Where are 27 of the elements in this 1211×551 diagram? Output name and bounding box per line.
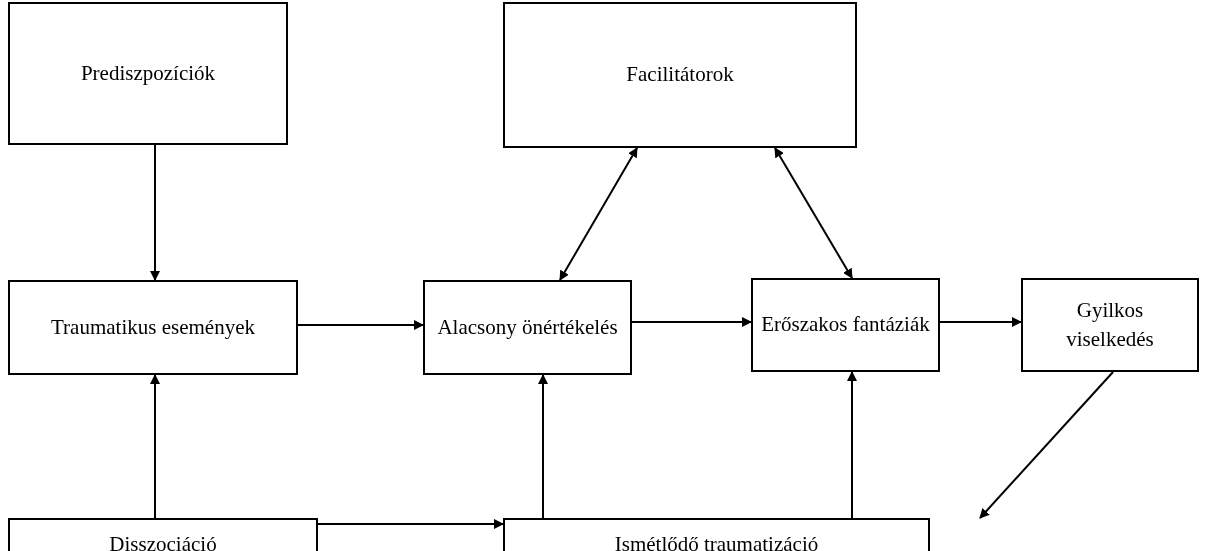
box-label: Alacsony önértékelés (437, 313, 618, 341)
arrow (774, 147, 853, 279)
box-label: Erőszakos fantáziák (761, 311, 930, 339)
box-label: Traumatikus események (51, 313, 255, 341)
arrow (150, 374, 160, 519)
box-label: Prediszpozíciók (80, 59, 216, 87)
process-box (8, 280, 298, 375)
arrow (317, 519, 504, 529)
box-label: Gyilkos viselkedés (1065, 296, 1155, 353)
arrow (559, 147, 638, 281)
box-label: Disszociáció (109, 531, 217, 551)
process-box (8, 2, 288, 145)
arrow (150, 144, 160, 281)
box-label: Ismétlődő traumatizáció (614, 531, 819, 551)
process-box (751, 278, 940, 372)
process-box (423, 280, 632, 375)
process-box (503, 518, 930, 551)
process-box (1021, 278, 1199, 372)
arrow (847, 371, 857, 519)
arrow (538, 374, 548, 519)
arrow (631, 317, 752, 327)
process-box (8, 518, 318, 551)
box-label: Facilitátorok (626, 61, 734, 89)
arrow (297, 320, 424, 330)
process-box (503, 2, 857, 148)
arrow (939, 317, 1022, 327)
arrow (979, 371, 1114, 519)
